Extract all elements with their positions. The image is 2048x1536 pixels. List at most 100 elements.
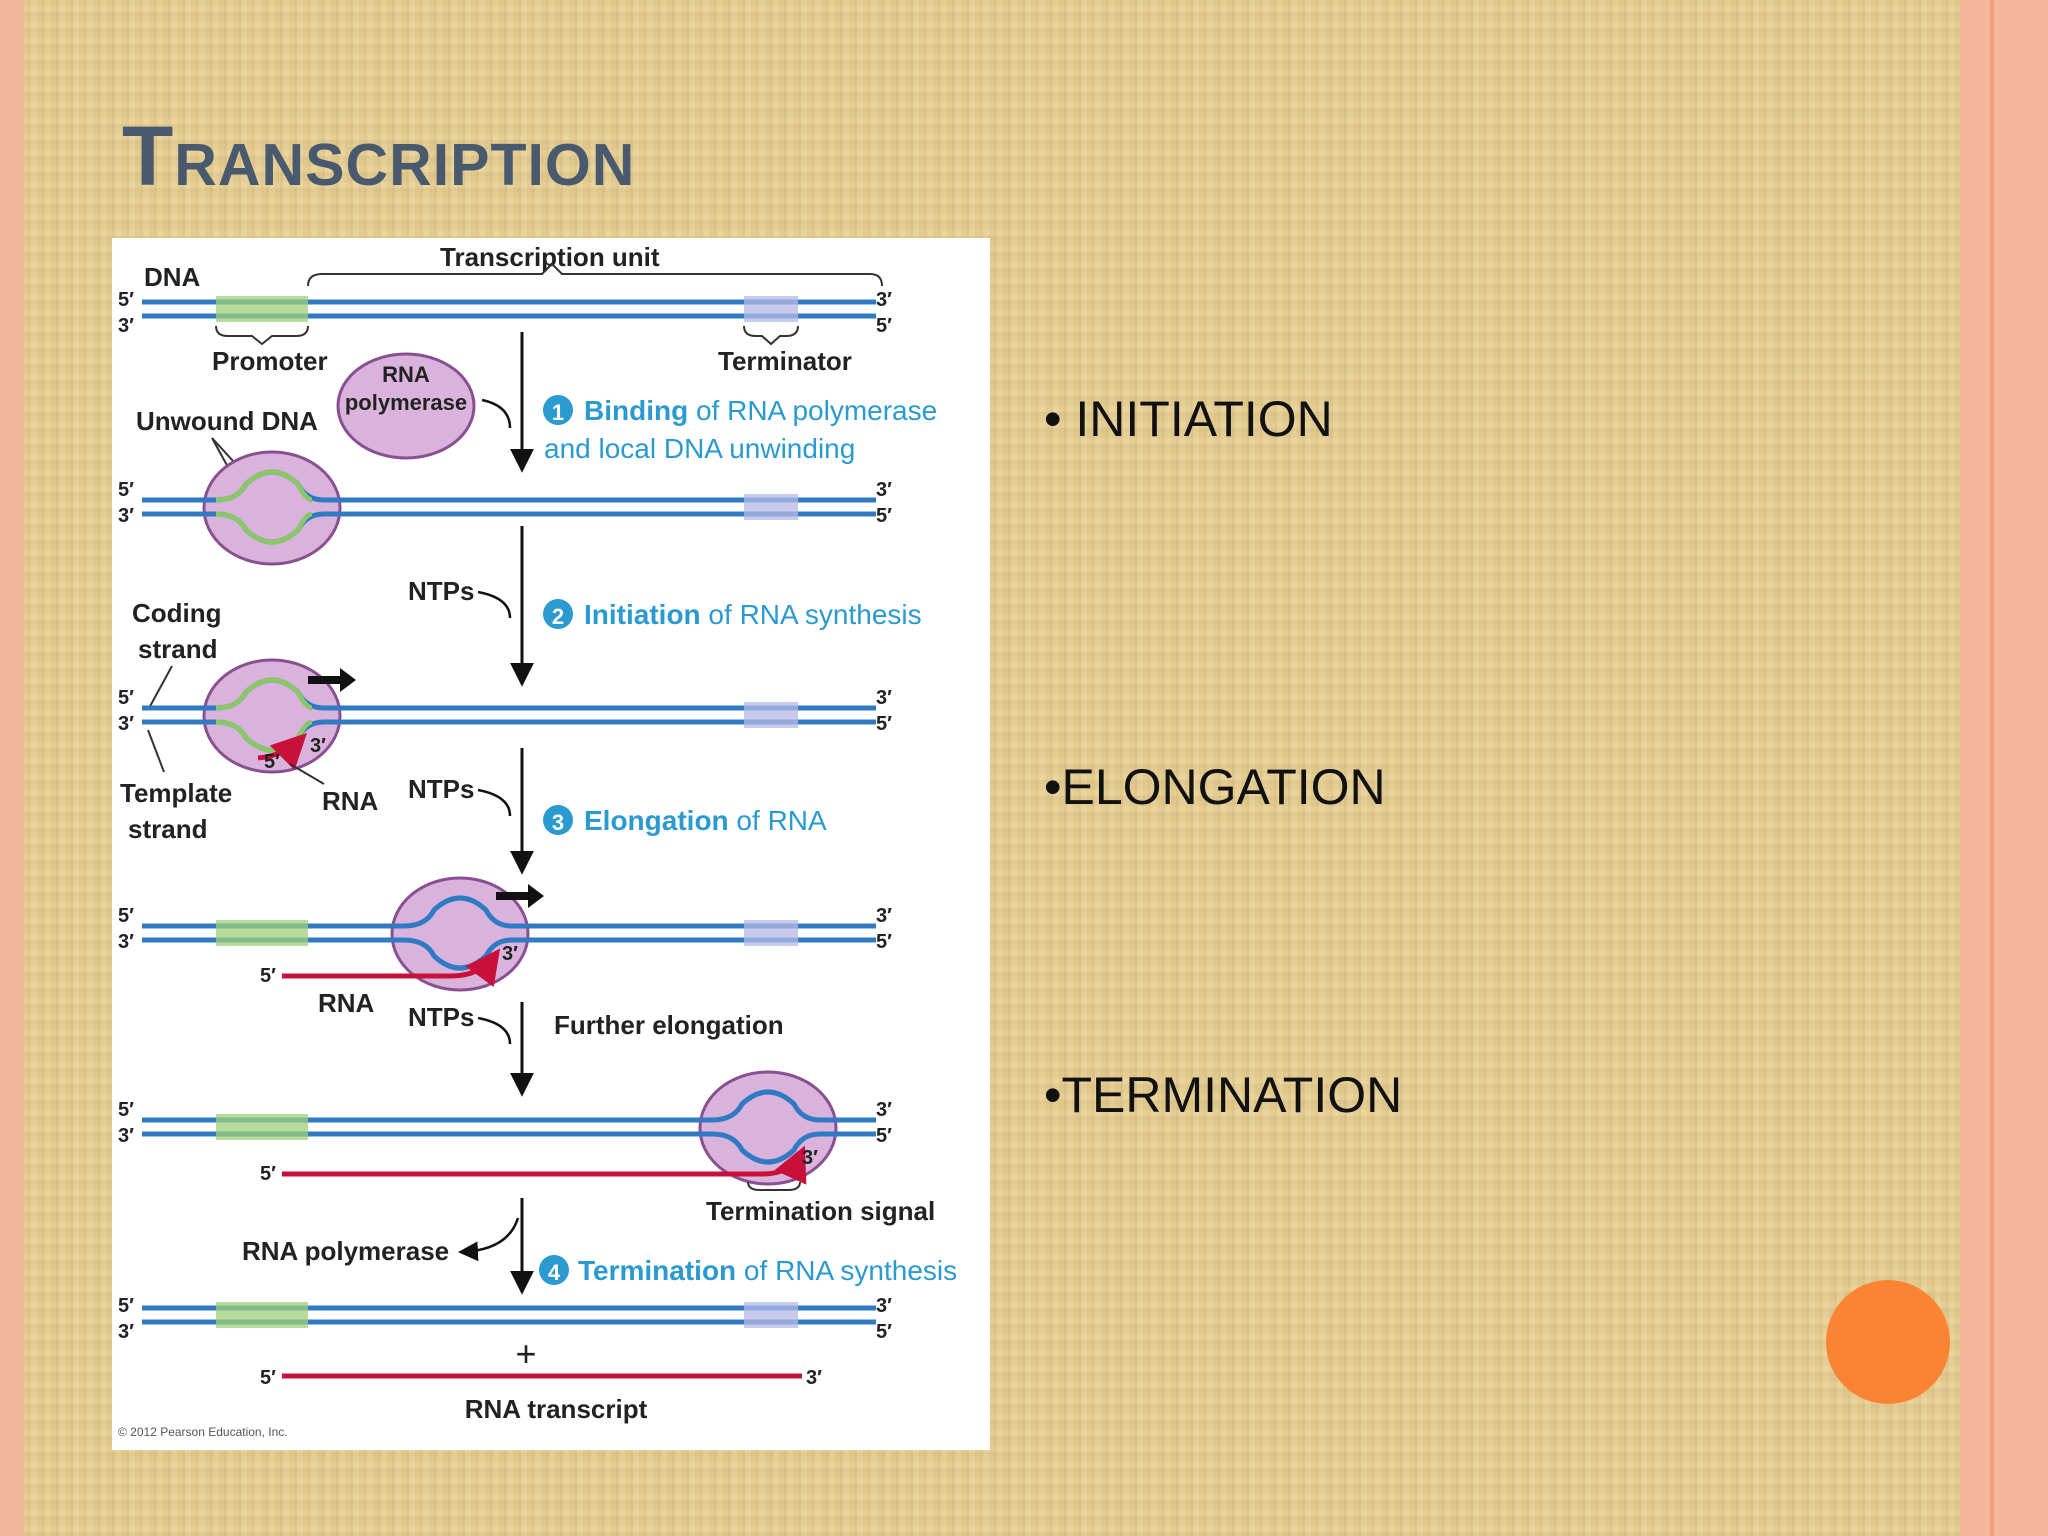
row2-rna-3prime: 3′ — [310, 735, 326, 757]
transcript-5prime: 5′ — [260, 1367, 276, 1389]
row5-5prime-left: 5′ — [118, 1295, 134, 1317]
diagram-svg: DNA Transcription unit 5′ 3′ 3′ 5′ Promo… — [118, 242, 957, 1439]
bullet-initiation: • INITIATION — [1044, 391, 1333, 447]
rna-polymerase-released-label: RNA polymerase — [242, 1236, 449, 1266]
step2-title: Initiation of RNA synthesis — [584, 599, 922, 630]
polymerase-release-arrow — [458, 1217, 520, 1262]
row2-rna-5prime: 5′ — [264, 751, 280, 773]
step4-bold: Termination — [578, 1255, 736, 1286]
rna-label-1: RNA — [322, 786, 379, 816]
row2-5prime-right: 5′ — [876, 713, 892, 735]
copyright-label: © 2012 Pearson Education, Inc. — [118, 1425, 288, 1439]
row5-5prime-right: 5′ — [876, 1321, 892, 1343]
step2-rest: of RNA synthesis — [701, 599, 922, 630]
plus-sign: + — [515, 1333, 536, 1374]
row2-3prime-left: 3′ — [118, 713, 134, 735]
ntps-curve-1 — [477, 590, 512, 619]
row2-3prime-right: 3′ — [876, 687, 892, 709]
transcript-3prime: 3′ — [806, 1367, 822, 1389]
bullet-termination: •TERMINATION — [1044, 1067, 1403, 1123]
rna-polymerase-label-2: polymerase — [345, 390, 467, 415]
rna-label-2: RNA — [318, 988, 375, 1018]
row4-rna-5prime: 5′ — [260, 1163, 276, 1185]
template-strand-pointer — [147, 729, 165, 773]
coding-strand-label-2: strand — [138, 634, 217, 664]
row1-terminator-region — [744, 494, 798, 520]
termination-signal-bracket — [747, 1181, 801, 1191]
template-strand-label-2: strand — [128, 814, 207, 844]
row3-5prime-right: 5′ — [876, 931, 892, 953]
row4-promoter-region — [216, 1114, 308, 1140]
row3-rna-strand — [282, 948, 501, 987]
ntps-curve-2 — [477, 788, 512, 817]
step3-number-circle — [543, 805, 573, 835]
row1-promoter-top — [215, 469, 313, 503]
step3-bold: Elongation — [584, 805, 729, 836]
polymerase-curve-arrow — [481, 398, 512, 429]
further-elongation-label: Further elongation — [554, 1010, 784, 1040]
ntps-label-2: NTPs — [408, 774, 474, 804]
step4-number-circle — [539, 1255, 569, 1285]
bullet-elongation: •ELONGATION — [1044, 759, 1386, 815]
row3-dna-top — [142, 895, 876, 929]
step4-number: 4 — [548, 1260, 561, 1285]
right-frame-line — [1990, 0, 1994, 1536]
row5-3prime-left: 3′ — [118, 1321, 134, 1343]
step3-number: 3 — [552, 810, 564, 835]
terminator-bracket — [743, 325, 799, 346]
row4-3prime-right: 3′ — [876, 1099, 892, 1121]
step4-rest: of RNA synthesis — [736, 1255, 957, 1286]
transcription-unit-bracket — [307, 262, 883, 287]
row1-3prime-right: 3′ — [876, 479, 892, 501]
row0-5prime-left: 5′ — [118, 289, 134, 311]
row5-terminator-region — [744, 1302, 798, 1328]
row4-dna-bottom — [142, 1131, 876, 1165]
row0-promoter-region — [216, 296, 308, 322]
row0-terminator-region — [744, 296, 798, 322]
step1-number-circle — [543, 395, 573, 425]
termination-signal-label: Termination signal — [706, 1196, 935, 1226]
transcription-diagram: DNA Transcription unit 5′ 3′ 3′ 5′ Promo… — [112, 238, 990, 1450]
promoter-bracket — [215, 325, 309, 346]
row5-promoter-region — [216, 1302, 308, 1328]
terminator-label: Terminator — [718, 346, 852, 376]
coding-strand-label-1: Coding — [132, 598, 222, 628]
step1-line2: and local DNA unwinding — [544, 433, 855, 464]
row3-promoter-region — [216, 920, 308, 946]
step2-number-circle — [543, 599, 573, 629]
template-strand-label-1: Template — [120, 778, 232, 808]
right-frame-border — [1960, 0, 2048, 1536]
row4-rna-strand — [282, 1145, 807, 1185]
step1-bold: Binding — [584, 395, 688, 426]
row3-direction-arrow — [496, 884, 544, 908]
row3-dna-bottom — [142, 937, 876, 971]
rna-polymerase-label-1: RNA — [382, 362, 430, 387]
row1-promoter-bottom — [215, 511, 313, 545]
coding-strand-pointer — [147, 665, 173, 711]
left-frame-border — [0, 0, 24, 1536]
promoter-label: Promoter — [212, 346, 328, 376]
row3-3prime-right: 3′ — [876, 905, 892, 927]
rna-pointer — [289, 763, 325, 785]
row4-5prime-left: 5′ — [118, 1099, 134, 1121]
ntps-label-1: NTPs — [408, 576, 474, 606]
row3-terminator-region — [744, 920, 798, 946]
step3-title: Elongation of RNA — [584, 805, 827, 836]
row0-3prime-right: 3′ — [876, 289, 892, 311]
step4-title: Termination of RNA synthesis — [578, 1255, 957, 1286]
row2-terminator-region — [744, 702, 798, 728]
row4-rna-3prime: 3′ — [802, 1147, 818, 1169]
row0-3prime-left: 3′ — [118, 315, 134, 337]
row2-promoter-top — [215, 677, 313, 711]
row2-direction-arrow — [308, 668, 356, 692]
row3-3prime-left: 3′ — [118, 931, 134, 953]
dna-label: DNA — [144, 262, 201, 292]
row0-5prime-right: 5′ — [876, 315, 892, 337]
step2-number: 2 — [552, 604, 564, 629]
row5-3prime-right: 3′ — [876, 1295, 892, 1317]
row1-5prime-right: 5′ — [876, 505, 892, 527]
row4-3prime-left: 3′ — [118, 1125, 134, 1147]
transcription-unit-label: Transcription unit — [440, 242, 660, 272]
step2-bold: Initiation — [584, 599, 701, 630]
row2-5prime-left: 5′ — [118, 687, 134, 709]
